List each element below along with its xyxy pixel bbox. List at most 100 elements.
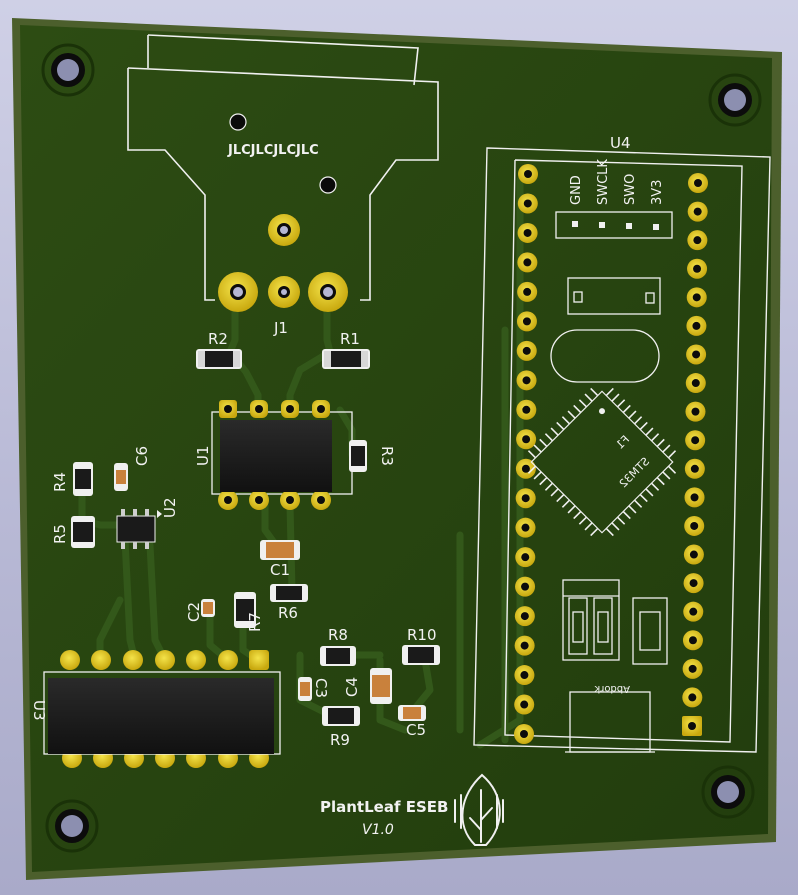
capacitor-c3-label: C3 — [312, 678, 330, 698]
resistor-r5-label: R5 — [51, 524, 69, 544]
chip-pin — [539, 438, 548, 448]
header-pin-hole — [522, 435, 531, 444]
chip-pin — [567, 505, 576, 514]
chip-pin — [550, 427, 559, 436]
chip-pin — [645, 427, 654, 436]
header-pin-hole — [521, 582, 530, 591]
header-pin-hole — [522, 317, 531, 326]
header-pin-hole — [691, 379, 700, 388]
chip-pin — [605, 387, 614, 397]
chip-pin — [650, 433, 660, 442]
header-pin-hole — [690, 493, 699, 502]
ic-u3-label: U3 — [30, 700, 48, 721]
header-pin-hole — [693, 264, 702, 273]
header-pin-hole — [689, 607, 698, 616]
header-pin-hole — [523, 228, 532, 237]
connector-ref-j1: J1 — [273, 319, 288, 337]
swd-header — [555, 211, 673, 239]
resistor-r1 — [322, 349, 370, 369]
swd-label-gnd: GND — [569, 175, 584, 205]
header-pin-hole — [520, 700, 529, 709]
header-pin-hole — [690, 464, 699, 473]
header-pin-hole — [693, 236, 702, 245]
header-pin-hole — [689, 579, 698, 588]
mounting-hole-top-left — [41, 43, 95, 97]
resistor-r3 — [349, 440, 367, 472]
chip-pin — [544, 433, 554, 442]
chip-pin — [656, 438, 665, 448]
board-version: V1.0 — [362, 822, 394, 838]
header-pin-hole — [523, 199, 532, 208]
chip-pin — [590, 387, 599, 397]
header-pin-hole — [520, 671, 529, 680]
chip-pin — [556, 493, 565, 503]
header-pin-hole — [522, 376, 531, 385]
module-u4-left-header — [514, 164, 538, 744]
header-pin-hole — [688, 693, 697, 702]
chip-pin — [539, 476, 548, 486]
connector-marking: JLCJLCJLCJLC — [227, 143, 319, 158]
connector-j1-holes — [229, 113, 337, 194]
ic-u3 — [43, 650, 281, 768]
header-pin-hole — [690, 521, 699, 530]
chip-pin — [550, 488, 559, 497]
resistor-r1-label: R1 — [340, 330, 360, 348]
resistor-r10-label: R10 — [407, 626, 437, 644]
chip-pin — [662, 471, 671, 480]
connector-j1-pads — [218, 214, 348, 312]
resistor-r6 — [270, 584, 308, 602]
capacitor-c3 — [298, 677, 312, 701]
connector-j1-outline — [127, 34, 439, 301]
chip-pin — [544, 482, 554, 491]
header-pin-hole — [692, 350, 701, 359]
header-pin-hole — [523, 258, 532, 267]
capacitor-c2-label: C2 — [185, 602, 203, 622]
header-pin-hole — [524, 170, 532, 178]
chip-pin — [584, 522, 593, 531]
chip-pin — [533, 471, 542, 480]
capacitor-c5 — [398, 705, 426, 721]
chip-pin — [561, 416, 571, 425]
header-pin-hole — [522, 405, 531, 414]
module-u4-right-header — [682, 173, 708, 736]
module-boot-jumpers — [562, 579, 620, 661]
module-reset-button — [632, 597, 668, 665]
resistor-r7-label: R7 — [246, 612, 264, 632]
module-mcu-chip — [527, 387, 677, 537]
resistor-r3-label: R3 — [378, 446, 396, 466]
chip-pin — [628, 505, 637, 514]
module-button-marking: Abdork — [594, 683, 630, 694]
header-pin-hole — [520, 612, 529, 621]
capacitor-c1-label: C1 — [270, 561, 290, 579]
header-pin-hole — [523, 287, 532, 296]
chip-pin — [611, 522, 620, 531]
header-pin-hole — [692, 293, 701, 302]
chip-pin — [573, 510, 582, 520]
chip-pin — [561, 499, 571, 508]
chip-pin — [667, 450, 677, 459]
header-pin-hole — [521, 523, 530, 532]
chip-pin — [567, 410, 576, 419]
capacitor-c2 — [201, 599, 215, 617]
header-pin-hole — [691, 436, 700, 445]
resistor-r4 — [73, 462, 93, 496]
chip-pin — [639, 493, 648, 503]
capacitor-c4 — [370, 668, 392, 704]
resistor-r4-label: R4 — [51, 472, 69, 492]
module-usb-connector — [565, 691, 655, 753]
resistor-r2-label: R2 — [208, 330, 228, 348]
chip-pin — [633, 499, 643, 508]
capacitor-c6 — [114, 463, 128, 491]
chip-pin — [527, 465, 537, 474]
plant-leaf-logo-icon — [454, 773, 504, 846]
ic-u2 — [116, 509, 162, 549]
chip-pin — [605, 527, 614, 537]
capacitor-c4-label: C4 — [343, 677, 361, 697]
capacitor-c1 — [260, 540, 300, 560]
ic-u1 — [211, 400, 353, 510]
chip-pin — [578, 399, 588, 408]
header-pin-hole — [694, 179, 702, 187]
module-u4-outline — [473, 147, 771, 753]
header-pin-hole — [520, 730, 528, 738]
swd-label-swo: SWO — [623, 174, 638, 205]
